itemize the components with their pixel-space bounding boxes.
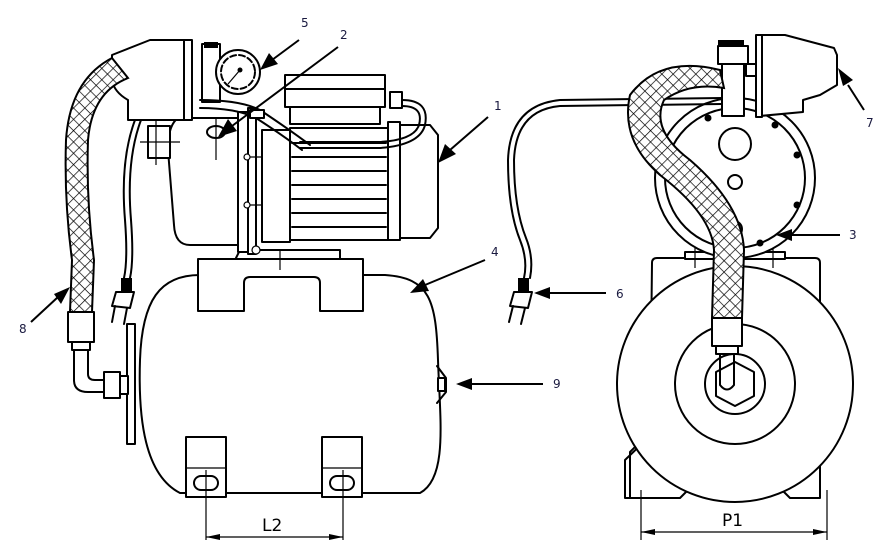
air-valve (436, 365, 447, 404)
callout-5: 5 (260, 16, 309, 70)
tank-foot-left (185, 436, 227, 540)
callout-2: 2 (218, 28, 348, 137)
callout-label-7: 7 (866, 116, 874, 130)
flexible-hose-front (627, 64, 746, 391)
front-view: P1 (507, 34, 854, 540)
callout-label-6: 6 (616, 287, 624, 301)
dimension-label-l2: L2 (262, 516, 282, 536)
flexible-hose (64, 56, 130, 399)
callout-9: 9 (456, 377, 561, 391)
motor (261, 74, 439, 243)
tank-foot-right (321, 436, 363, 540)
callout-label-2: 2 (340, 28, 348, 42)
pump-housing (140, 107, 269, 255)
callout-7: 7 (838, 68, 874, 130)
callout-8: 8 (19, 287, 70, 336)
pressure-switch (717, 34, 838, 118)
callout-label-1: 1 (494, 99, 502, 113)
pressure-gauge (201, 42, 261, 103)
pressure-tank (126, 258, 447, 540)
callout-6: 6 (534, 287, 624, 301)
dimension-label-p1: P1 (722, 511, 743, 531)
callout-label-9: 9 (553, 377, 561, 391)
callout-label-8: 8 (19, 322, 27, 336)
callout-4: 4 (410, 245, 499, 293)
dimension-l2: L2 (206, 516, 343, 540)
power-plug-side (111, 278, 135, 325)
callout-label-4: 4 (491, 245, 499, 259)
side-view: L2 (64, 39, 447, 540)
callout-1: 1 (438, 99, 502, 163)
power-plug (508, 278, 533, 325)
callout-3: 3 (776, 228, 857, 242)
callout-label-3: 3 (849, 228, 857, 242)
callout-label-5: 5 (301, 16, 309, 30)
dimension-p1: P1 (640, 490, 828, 540)
